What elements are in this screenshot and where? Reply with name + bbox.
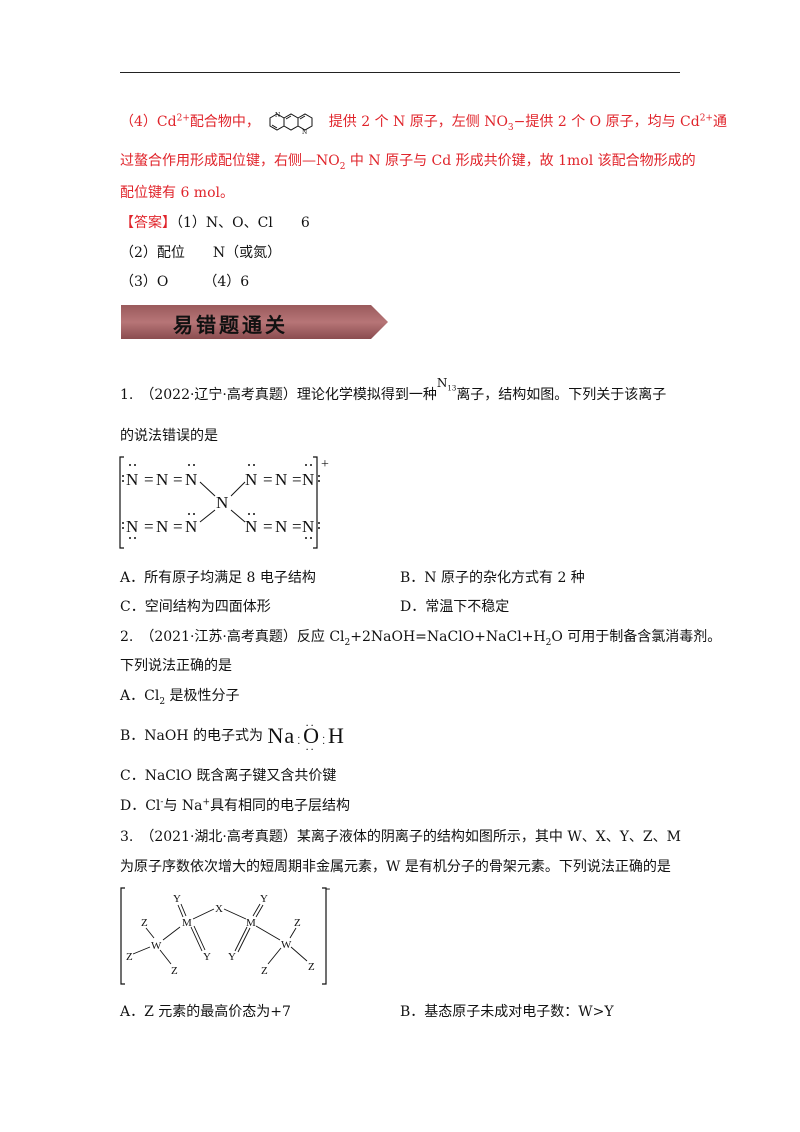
q1-stem-line-2: 的说法错误的是: [120, 428, 218, 444]
svg-text:-: -: [326, 880, 330, 895]
svg-text:X: X: [215, 903, 223, 915]
svg-text:N: N: [245, 470, 257, 489]
svg-text:+: +: [321, 457, 329, 472]
svg-text:N: N: [275, 517, 287, 536]
q1-stem-line-1: 1. （2022·辽宁·高考真题）理论化学模拟得到一种N13离子，结构如图。下列…: [120, 376, 667, 403]
naoh-electron-formula: Na · · ··O·· · · H: [267, 718, 345, 756]
svg-text:N: N: [126, 470, 138, 489]
svg-text:Y: Y: [228, 951, 236, 963]
svg-text:Y: Y: [203, 951, 211, 963]
answer-line-3: （3）O （4）6: [120, 274, 250, 290]
svg-text:N: N: [302, 517, 314, 536]
svg-text:W: W: [281, 939, 292, 951]
q3-option-a[interactable]: A．Z 元素的最高价态为+7: [120, 1004, 291, 1020]
svg-text:Y: Y: [260, 893, 268, 905]
svg-text:N: N: [156, 517, 168, 536]
svg-text:Z: Z: [171, 965, 178, 977]
answer-line-1: 【答案】（1）N、O、Cl 6: [120, 215, 310, 231]
q2-stem-line-1: 2. （2021·江苏·高考真题）反应 Cl2+2NaOH=NaClO+NaCl…: [120, 629, 722, 648]
svg-text:=: =: [292, 517, 302, 536]
svg-text:Y: Y: [173, 893, 181, 905]
anion-structure-diagram: - Z W Z Z M Y Y X M Y Y W Z Z Z: [120, 880, 330, 985]
q2-option-c[interactable]: C．NaClO 既含离子键又含共价键: [120, 768, 337, 784]
q2-option-b[interactable]: B．NaOH 的电子式为 Na · · ··O·· · · H: [120, 718, 345, 756]
svg-text:N: N: [302, 129, 307, 136]
svg-text:Z: Z: [261, 965, 268, 977]
svg-text:=: =: [263, 470, 273, 489]
explanation-line-2: 过螯合作用形成配位键，右侧—NO2 中 N 原子与 Cd 形成共价键，故 1mo…: [120, 153, 696, 172]
svg-text:Z: Z: [308, 961, 315, 973]
q1-option-a[interactable]: A．所有原子均满足 8 电子结构: [120, 570, 316, 586]
svg-text:=: =: [292, 470, 302, 489]
svg-text:Z: Z: [141, 917, 148, 929]
svg-text:M: M: [182, 917, 192, 929]
q2-option-a[interactable]: A．Cl2 是极性分子: [120, 688, 240, 707]
svg-text:N: N: [156, 470, 168, 489]
svg-text:N: N: [245, 517, 257, 536]
svg-text:Z: Z: [126, 951, 133, 963]
svg-text:N: N: [126, 517, 138, 536]
svg-text:Z: Z: [294, 917, 301, 929]
svg-text:N: N: [275, 112, 280, 119]
n13-ion: N13: [436, 376, 457, 393]
svg-text:N: N: [185, 470, 197, 489]
section-banner: 易错题通关: [121, 303, 389, 341]
header-rule: [120, 72, 680, 73]
svg-text:W: W: [151, 940, 162, 952]
svg-text:N: N: [216, 493, 228, 512]
phenanthroline-structure-icon: N N: [269, 112, 313, 136]
svg-text:N: N: [302, 470, 314, 489]
answer-line-2: （2）配位 N（或氮）: [120, 245, 282, 261]
q1-option-d[interactable]: D．常温下不稳定: [400, 599, 510, 615]
explanation-line-1: （4）Cd2+配合物中， N N 提供 2 个 N 原子，左侧 NO3−提供 2…: [120, 108, 727, 136]
svg-text:N: N: [275, 470, 287, 489]
q2-stem-line-2: 下列说法正确的是: [120, 658, 232, 674]
svg-text:=: =: [263, 517, 273, 536]
q3-stem-line-1: 3. （2021·湖北·高考真题）某离子液体的阴离子的结构如图所示，其中 W、X…: [120, 829, 681, 845]
q1-option-c[interactable]: C．空间结构为四面体形: [120, 599, 271, 615]
svg-text:=: =: [173, 517, 183, 536]
q3-option-b[interactable]: B．基态原子未成对电子数：W>Y: [400, 1004, 614, 1020]
svg-text:M: M: [246, 917, 256, 929]
svg-text:=: =: [144, 517, 154, 536]
section-banner-title: 易错题通关: [173, 313, 288, 337]
explanation-line-3: 配位键有 6 mol。: [120, 185, 234, 201]
svg-text:=: =: [144, 470, 154, 489]
svg-text:N: N: [185, 517, 197, 536]
q2-option-d[interactable]: D．Cl-与 Na+具有相同的电子层结构: [120, 797, 351, 814]
q1-option-b[interactable]: B．N 原子的杂化方式有 2 种: [400, 570, 585, 586]
n13-structure-diagram: N=N=N N=N=N N N=N=N N=N=N +: [119, 456, 329, 549]
q3-stem-line-2: 为原子序数依次增大的短周期非金属元素，W 是有机分子的骨架元素。下列说法正确的是: [120, 859, 671, 875]
svg-text:=: =: [173, 470, 183, 489]
